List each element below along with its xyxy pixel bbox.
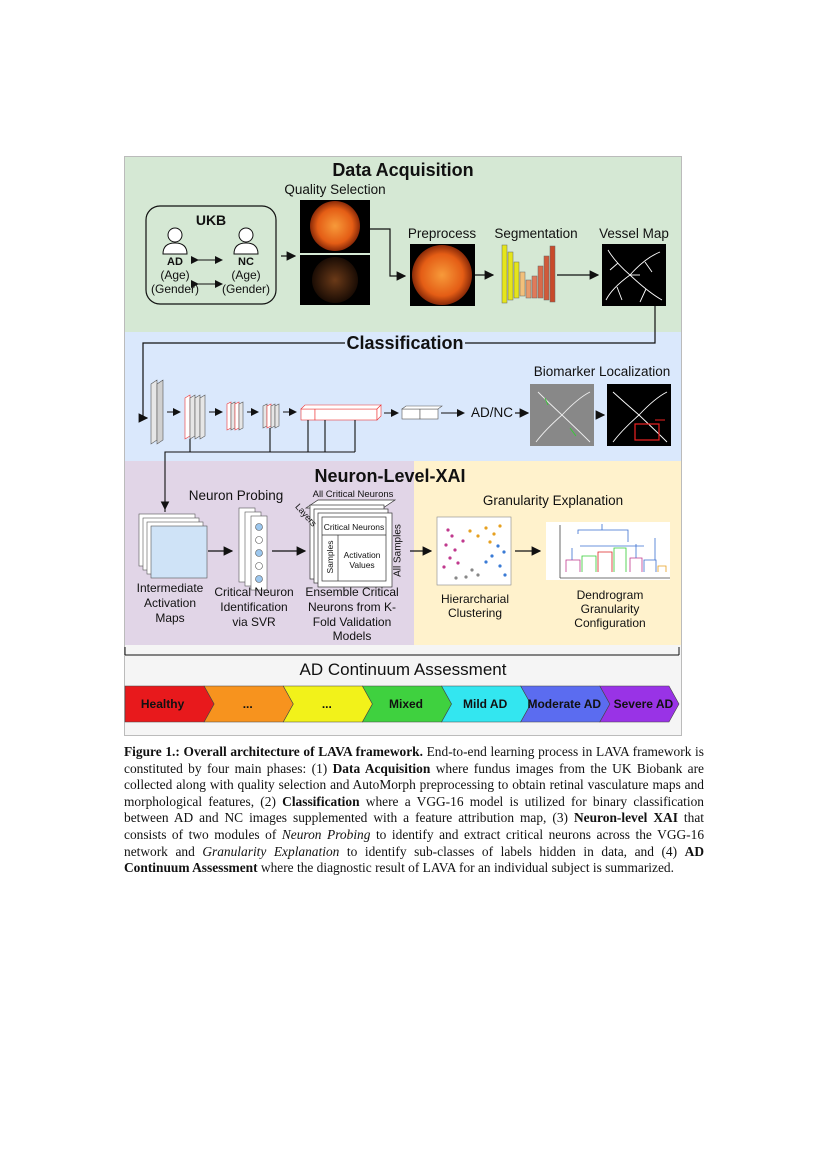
hier-clustering-line2: Clustering	[447, 606, 503, 620]
figure-frame	[124, 156, 682, 736]
caption-s2: where fundus images from the UK Biobank …	[124, 760, 705, 809]
person-icon-ad	[162, 227, 188, 255]
caption-s5: to identify and extract critical neurons…	[124, 826, 705, 859]
caption-b3: Neuron-level XAI	[574, 810, 678, 826]
segmentation-network-graphic	[501, 244, 556, 304]
continuum-stage-label: Mild AD	[463, 697, 508, 711]
ensemble-line2: Neurons from K-	[307, 600, 397, 614]
caption-fig-label: Figure 1.: Overall architecture of LAVA …	[124, 744, 423, 759]
continuum-bracket	[124, 647, 680, 656]
dendro-line1: Dendrogram	[576, 588, 644, 602]
preprocess-label: Preprocess	[407, 226, 477, 241]
ensemble-line3: Fold Validation	[312, 615, 392, 629]
continuum-stage-label: Severe AD	[613, 697, 674, 711]
vessel-map-label: Vessel Map	[599, 226, 669, 241]
samples-axis-label: Samples	[325, 540, 335, 574]
data-acquisition-title: Data Acquisition	[332, 160, 474, 180]
dendro-line3: Configuration	[574, 616, 646, 630]
ensemble-line4: Models	[332, 629, 372, 643]
activation-values-line2: Values	[349, 560, 375, 570]
hier-clustering-line1: Hierarcharial	[440, 592, 510, 606]
caption-s6: to identify sub-classes of labels hidden…	[339, 843, 685, 859]
caption-s7: where the diagnostic result of LAVA for …	[257, 860, 674, 876]
clustering-points	[442, 524, 507, 580]
intermediate-line1: Intermediate	[136, 581, 204, 595]
continuum-stage-label: Moderate AD	[527, 697, 602, 711]
nc-age-label: (Age)	[231, 268, 261, 282]
continuum-stage-shape	[599, 685, 680, 723]
vgg16-network-graphic	[150, 379, 465, 445]
continuum-title: AD Continuum Assessment	[299, 660, 507, 679]
figure-caption: Figure 1.: Overall architecture of LAVA …	[124, 744, 704, 877]
svr-neuron-column	[238, 507, 268, 591]
ensemble-table-stack	[304, 499, 397, 588]
caption-s4: that consists of two modules of	[124, 810, 705, 842]
continuum-stage-label: ...	[242, 697, 253, 711]
continuum-chevrons	[124, 685, 680, 723]
critical-line1: Critical Neuron	[214, 585, 294, 599]
granularity-explanation-title: Granularity Explanation	[482, 493, 624, 508]
classification-title: Classification	[346, 333, 464, 353]
caption-b4: AD Continuum Assessment	[124, 843, 704, 876]
ukb-box	[145, 205, 277, 305]
continuum-stage-label: ...	[321, 697, 332, 711]
intermediate-line3: Maps	[155, 611, 185, 625]
caption-s1: End-to-end learning process in LAVA fram…	[124, 744, 704, 776]
dendrogram-lines	[559, 524, 670, 579]
caption-b2: Classification	[282, 793, 360, 809]
activation-maps-stack	[138, 513, 208, 579]
segmentation-label: Segmentation	[494, 226, 578, 241]
activation-values-line1: Activation	[343, 550, 381, 560]
caption-s3: where a VGG-16 model is utilized for bin…	[124, 793, 704, 826]
caption-i1: Neuron Probing	[281, 826, 371, 842]
dendro-line2: Granularity	[580, 602, 640, 616]
nc-gender-label: (Gender)	[221, 282, 271, 296]
quality-selection-label: Quality Selection	[284, 182, 386, 197]
person-icon-nc	[233, 227, 259, 255]
critical-line2: Identification	[220, 600, 288, 614]
neuron-xai-title: Neuron-Level-XAI	[314, 466, 466, 486]
ad-label: AD	[167, 256, 183, 268]
ad-age-label: (Age)	[160, 268, 190, 282]
dendrogram-chart	[546, 522, 670, 580]
neuron-probing-title: Neuron Probing	[188, 488, 284, 503]
continuum-stage-label: Mixed	[388, 697, 423, 711]
data-acquisition-panel	[125, 157, 681, 332]
caption-b1: Data Acquisition	[332, 760, 431, 776]
all-critical-neurons-label: All Critical Neurons	[312, 489, 394, 500]
all-samples-label: All Samples	[392, 524, 404, 577]
biomarker-localization-label: Biomarker Localization	[533, 364, 671, 379]
continuum-stage-label: Healthy	[140, 697, 185, 711]
clustering-scatter-plot	[436, 516, 512, 586]
nc-label: NC	[238, 256, 254, 268]
ad-nc-output-label: AD/NC	[470, 405, 513, 420]
ad-gender-label: (Gender)	[150, 282, 200, 296]
ukb-label: UKB	[195, 212, 227, 228]
intermediate-line2: Activation	[143, 596, 197, 610]
ensemble-line1: Ensemble Critical	[305, 585, 399, 599]
critical-line3: via SVR	[232, 615, 276, 629]
critical-neurons-header: Critical Neurons	[323, 522, 385, 532]
caption-i2: Granularity Explanation	[202, 843, 340, 859]
